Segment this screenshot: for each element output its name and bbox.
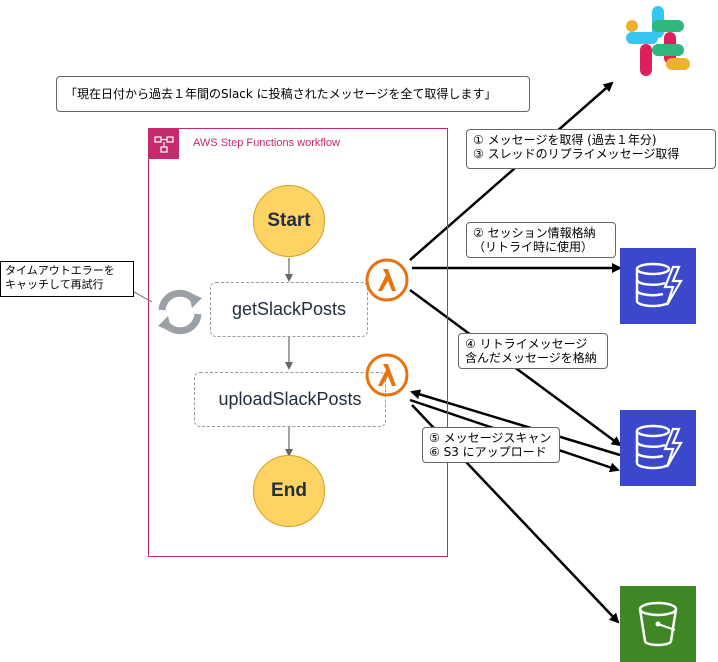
s3-bucket-icon [620,586,696,662]
note-store-messages: ④ リトライメッセージ 含んだメッセージを格納 [458,333,608,369]
note-get-messages: ① メッセージを取得 (過去１年分) ③ スレッドのリプライメッセージ取得 [466,129,716,169]
top-note: 「現在日付から過去１年間のSlack に投稿されたメッセージを全て取得します」 [56,76,530,112]
retry-arrows-icon [152,286,208,338]
start-state: Start [253,185,325,257]
workflow-title: AWS Step Functions workflow [193,137,340,149]
task-get-slack-posts: getSlackPosts [210,282,368,337]
arrow-lambda1-to-slack [409,81,614,261]
lambda-icon [364,257,410,303]
step-functions-workflow: AWS Step Functions workflow [148,128,448,557]
note-scan-upload: ⑤ メッセージスキャン ⑥ S3 にアップロード [422,427,560,463]
dynamodb-icon [620,410,696,486]
end-state: End [253,455,325,527]
note-session-store: ② セッション情報格納 （リトライ時に使用） [466,222,616,258]
arrow-dynamodb2-to-lambda2 [410,389,621,457]
task-upload-slack-posts: uploadSlackPosts [194,372,386,427]
dynamodb-icon [620,248,696,324]
lambda-icon [364,352,410,398]
retry-note: タイムアウトエラーを キャッチして再試行 [0,261,134,297]
slack-logo-icon [614,0,704,90]
step-functions-icon [149,129,179,159]
